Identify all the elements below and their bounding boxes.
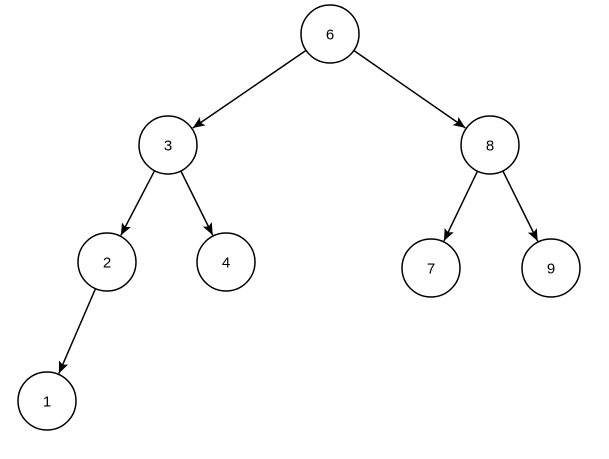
node-circle-3 (138, 115, 198, 175)
node-circle-2 (77, 232, 137, 292)
edge-6-to-8 (353, 49, 466, 129)
node-label-9: 9 (547, 260, 555, 277)
tree-node-8: 8 (460, 115, 520, 175)
node-label-1: 1 (43, 393, 51, 410)
node-circle-7 (401, 238, 461, 298)
node-label-7: 7 (427, 260, 435, 277)
node-circle-9 (521, 238, 581, 298)
tree-node-6: 6 (300, 4, 360, 64)
edge-3-to-4 (180, 170, 214, 236)
node-label-6: 6 (326, 26, 334, 43)
edge-8-to-7 (443, 170, 479, 242)
edge-3-to-2 (120, 170, 156, 236)
tree-node-4: 4 (196, 232, 256, 292)
edge-2-to-1 (58, 288, 97, 374)
node-circle-8 (460, 115, 520, 175)
node-circle-4 (196, 232, 256, 292)
edge-6-to-3 (192, 49, 307, 129)
tree-node-2: 2 (77, 232, 137, 292)
tree-node-9: 9 (521, 238, 581, 298)
tree-node-3: 3 (138, 115, 198, 175)
tree-node-1: 1 (17, 371, 77, 431)
tree-node-7: 7 (401, 238, 461, 298)
node-label-2: 2 (103, 254, 111, 271)
node-circle-1 (17, 371, 77, 431)
edge-8-to-9 (502, 170, 539, 242)
node-circle-6 (300, 4, 360, 64)
node-label-4: 4 (222, 254, 230, 271)
node-label-3: 3 (164, 137, 172, 154)
node-label-8: 8 (486, 137, 494, 154)
